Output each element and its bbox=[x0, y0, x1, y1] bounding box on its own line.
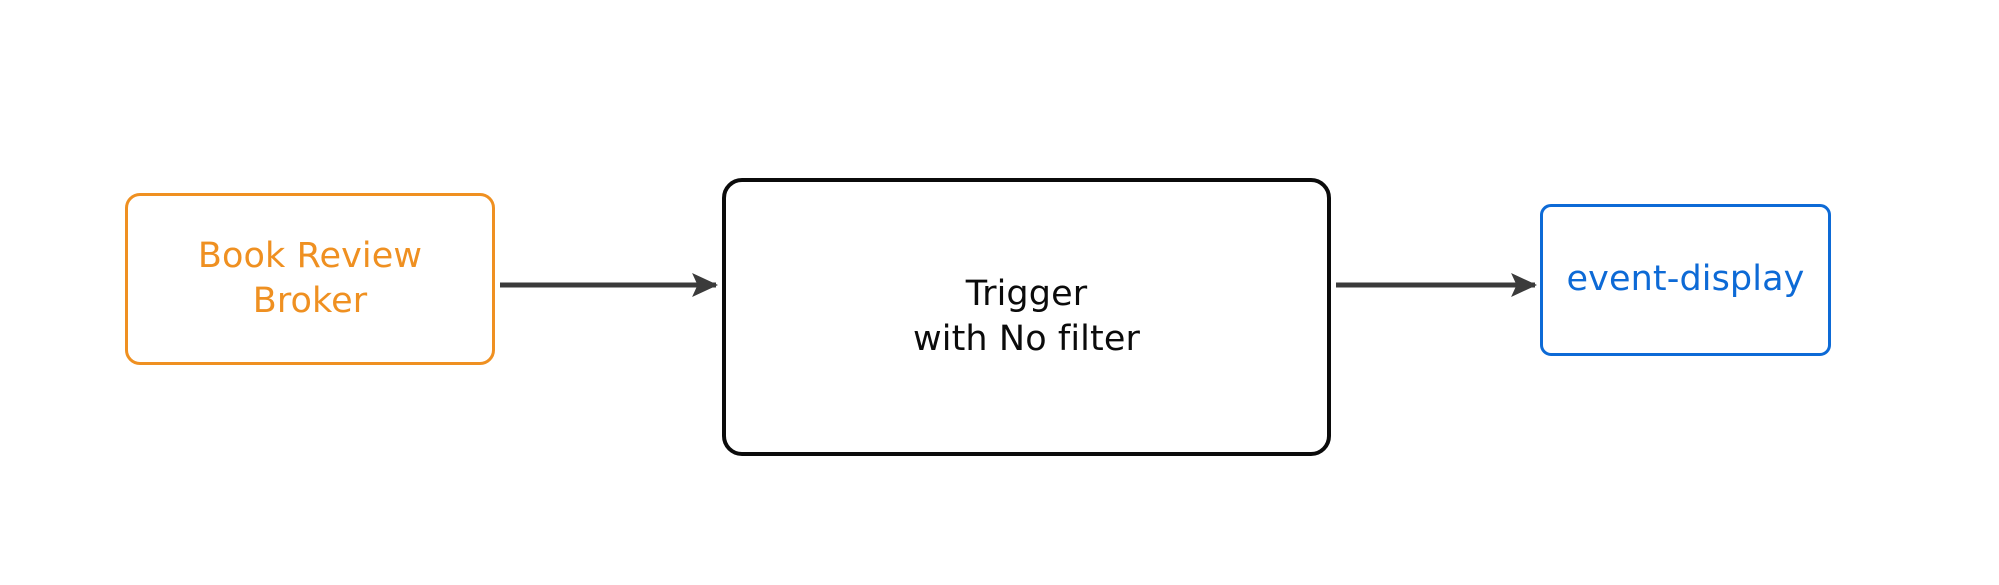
node-event-display[interactable]: event-display bbox=[1540, 204, 1831, 356]
node-book-review-broker[interactable]: Book Review Broker bbox=[125, 193, 495, 365]
node-event-display-label: event-display bbox=[1566, 259, 1805, 300]
node-trigger-with-no-filter[interactable]: Trigger with No filter bbox=[722, 178, 1331, 456]
node-trigger-with-no-filter-label: Trigger with No filter bbox=[913, 273, 1140, 360]
node-book-review-broker-label: Book Review Broker bbox=[197, 235, 423, 322]
